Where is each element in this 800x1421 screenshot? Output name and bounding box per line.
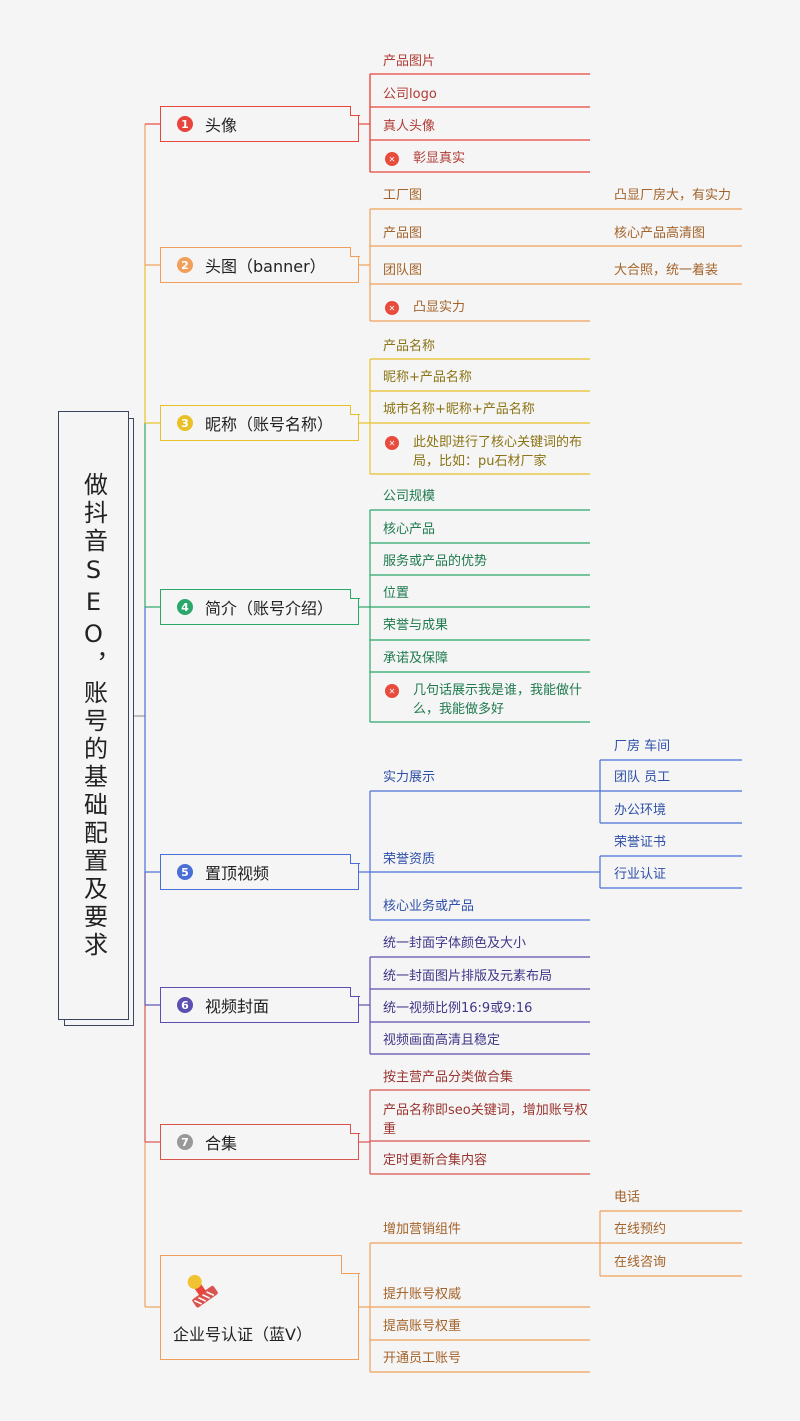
leaf: 真人头像 [383, 119, 436, 134]
pin-icon: ✕ [385, 301, 399, 315]
leaf: 工厂图 [383, 188, 423, 203]
leaf: 城市名称+昵称+产品名称 [383, 402, 535, 417]
leaf: 公司logo [383, 87, 437, 102]
branch-avatar[interactable]: 1 头像 [160, 105, 360, 142]
leaf: 公司规模 [383, 489, 436, 504]
sub-leaf: 厂房 车间 [614, 739, 671, 754]
branch-label: 置顶视频 [205, 864, 270, 883]
leaf: 产品图 [383, 226, 423, 241]
sub-leaf: 电话 [614, 1190, 641, 1205]
branch-enterprise-verification[interactable]: 企业号认证（蓝V） [160, 1254, 360, 1360]
tip-text: 此处即进行了核心关键词的布局，比如：pu石材厂家 [413, 435, 583, 469]
leaf: 视频画面高清且稳定 [383, 1033, 501, 1048]
leaf: 定时更新合集内容 [383, 1153, 488, 1168]
sub-leaf: 办公环境 [614, 803, 667, 818]
pin-icon: ✕ [385, 152, 399, 166]
leaf: 核心产品 [383, 522, 436, 537]
branch-pinned-video[interactable]: 5 置顶视频 [160, 853, 360, 890]
leaf: 团队图 [383, 263, 423, 278]
sub-leaf: 荣誉证书 [614, 835, 667, 850]
leaf: 提高账号权重 [383, 1319, 462, 1334]
branch-label: 简介（账号介绍） [205, 599, 334, 618]
leaf: 提升账号权威 [383, 1287, 462, 1302]
number-badge: 4 [177, 599, 193, 615]
leaf-note: 大合照，统一着装 [614, 263, 719, 278]
number-badge: 5 [177, 864, 193, 880]
branch-label: 头图（banner） [205, 257, 326, 276]
leaf: 产品名称即seo关键词，增加账号权重 [383, 1103, 588, 1137]
branch-nickname[interactable]: 3 昵称（账号名称） [160, 404, 360, 441]
tip-text: 几句话展示我是谁，我能做什么，我能做多好 [413, 683, 583, 717]
sub-leaf: 团队 员工 [614, 770, 671, 785]
branch-label: 合集 [205, 1134, 238, 1153]
leaf: 统一封面字体颜色及大小 [383, 936, 527, 951]
number-badge: 2 [177, 257, 193, 273]
leaf: 产品图片 [383, 54, 436, 69]
leaf-note: 凸显厂房大，有实力 [614, 188, 732, 203]
root-node[interactable]: 做抖音SEO，账号的基础配置及要求 [58, 411, 129, 1020]
branch-collection[interactable]: 7 合集 [160, 1123, 360, 1160]
sub-leaf: 在线咨询 [614, 1255, 667, 1270]
branch-label: 昵称（账号名称） [205, 415, 334, 434]
leaf: 开通员工账号 [383, 1351, 462, 1366]
leaf: 核心业务或产品 [383, 899, 475, 914]
branch-banner[interactable]: 2 头图（banner） [160, 246, 360, 283]
stamp-icon [187, 1274, 218, 1308]
leaf: 产品名称 [383, 339, 436, 354]
leaf: 服务或产品的优势 [383, 554, 488, 569]
tip-item: ✕ 几句话展示我是谁，我能做什么，我能做多好 [385, 681, 585, 719]
leaf: 荣誉资质 [383, 852, 436, 867]
tip-item: ✕ 彰显真实 [385, 149, 585, 168]
number-badge: 3 [177, 415, 193, 431]
branch-label: 头像 [205, 116, 238, 135]
pin-icon: ✕ [385, 436, 399, 450]
number-badge: 1 [177, 116, 193, 132]
tip-item: ✕ 此处即进行了核心关键词的布局，比如：pu石材厂家 [385, 433, 585, 471]
branch-label: 企业号认证（蓝V） [173, 1325, 312, 1344]
leaf: 荣誉与成果 [383, 618, 449, 633]
leaf: 昵称+产品名称 [383, 370, 472, 385]
tip-text: 凸显实力 [413, 300, 466, 315]
leaf: 统一封面图片排版及元素布局 [383, 969, 553, 984]
branch-intro[interactable]: 4 简介（账号介绍） [160, 588, 360, 625]
leaf: 按主营产品分类做合集 [383, 1070, 514, 1085]
leaf: 承诺及保障 [383, 651, 449, 666]
number-badge: 6 [177, 997, 193, 1013]
leaf: 增加营销组件 [383, 1222, 462, 1237]
leaf: 实力展示 [383, 770, 436, 785]
tip-text: 彰显真实 [413, 151, 466, 166]
sub-leaf: 在线预约 [614, 1222, 667, 1237]
leaf: 位置 [383, 586, 410, 601]
tip-item: ✕ 凸显实力 [385, 298, 585, 317]
branch-label: 视频封面 [205, 997, 270, 1016]
leaf-note: 核心产品高清图 [614, 226, 706, 241]
branch-video-cover[interactable]: 6 视频封面 [160, 986, 360, 1023]
root-title: 做抖音SEO，账号的基础配置及要求 [79, 471, 108, 960]
sub-leaf: 行业认证 [614, 867, 667, 882]
pin-icon: ✕ [385, 684, 399, 698]
number-badge: 7 [177, 1134, 193, 1150]
leaf: 统一视频比例16:9或9:16 [383, 1001, 533, 1016]
